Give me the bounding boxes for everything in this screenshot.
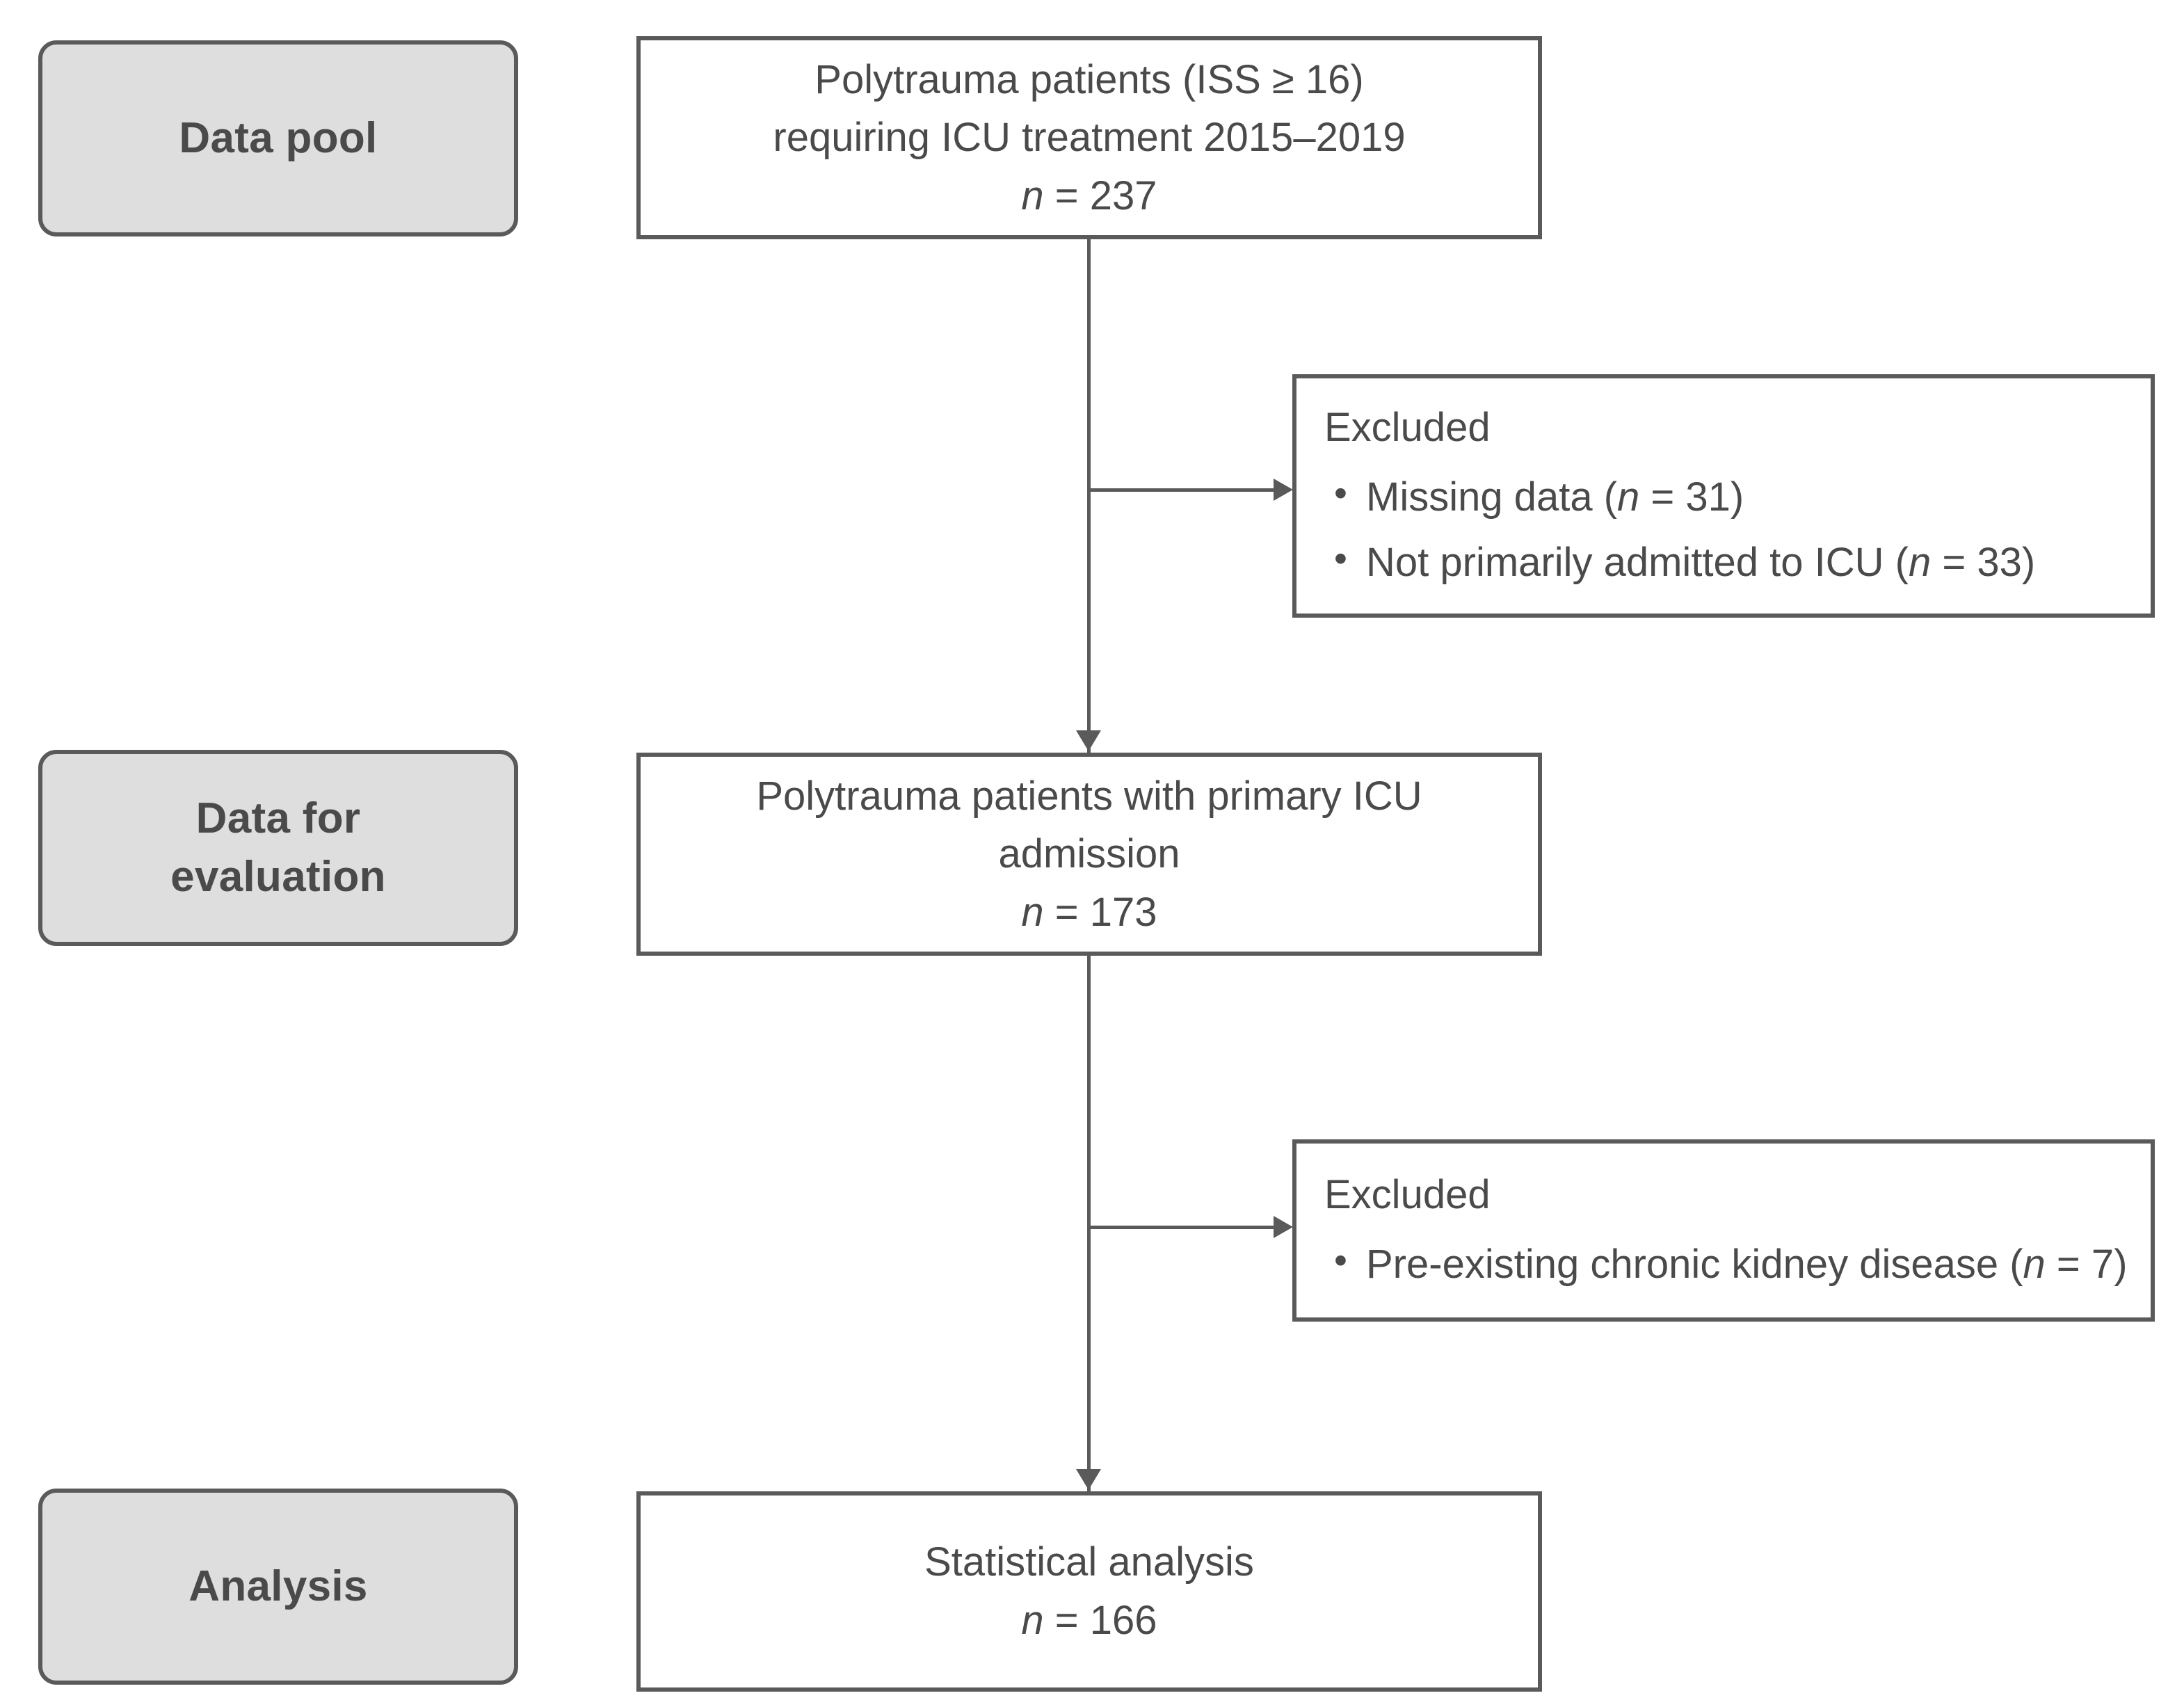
n-value-3: 166 <box>1089 1598 1157 1643</box>
excl-1-1-sep: = <box>1931 539 1977 585</box>
connector-vertical-1 <box>1087 239 1091 754</box>
connector-arrowhead-right-1 <box>1274 479 1293 501</box>
excl-2-0-sep: = <box>2045 1241 2091 1287</box>
stage-label-analysis: Analysis <box>188 1562 368 1611</box>
excl-1-0-before: Missing data ( <box>1366 474 1618 520</box>
connector-horizontal-to-excluded-1 <box>1087 488 1274 492</box>
flow-box-statistical-analysis: Statistical analysis n = 166 <box>636 1491 1542 1692</box>
stage-box-analysis: Analysis <box>38 1489 518 1685</box>
excl-2-0-val: 7 <box>2091 1241 2114 1287</box>
connector-vertical-2 <box>1087 956 1091 1493</box>
excl-1-0-sep: = <box>1639 474 1686 520</box>
n-separator-1: = <box>1043 173 1090 218</box>
flow-line-3n: n = 166 <box>1021 1591 1157 1650</box>
n-value-2: 173 <box>1089 889 1157 935</box>
n-symbol-1: n <box>1021 173 1044 218</box>
excl-1-1-val: 33 <box>1977 539 2022 585</box>
stage-label-data-for-evaluation: Data for evaluation <box>170 794 386 901</box>
n-separator-3: = <box>1043 1598 1090 1643</box>
excluded-title-1: Excluded <box>1324 404 1491 450</box>
n-symbol-3: n <box>1021 1598 1044 1643</box>
connector-arrowhead-down-1 <box>1076 730 1101 751</box>
stage-label-data-pool: Data pool <box>179 114 378 163</box>
excl-2-0-before: Pre-existing chronic kidney disease ( <box>1366 1241 2023 1287</box>
n-separator-2: = <box>1043 889 1090 935</box>
excl-1-1-before: Not primarily admitted to ICU ( <box>1366 539 1909 585</box>
flow-line-2b: admission <box>998 831 1180 877</box>
flow-line-2n: n = 173 <box>1021 883 1157 942</box>
flow-line-1n: n = 237 <box>1021 167 1157 225</box>
connector-arrowhead-down-2 <box>1076 1469 1101 1490</box>
connector-horizontal-to-excluded-2 <box>1087 1226 1274 1229</box>
stage-box-data-for-evaluation: Data for evaluation <box>38 750 518 946</box>
flow-line-3a: Statistical analysis <box>924 1539 1254 1585</box>
excl-1-1-n: n <box>1908 539 1932 585</box>
excluded-title-2: Excluded <box>1324 1171 1491 1217</box>
n-value-1: 237 <box>1089 173 1157 218</box>
flow-line-2a: Polytrauma patients with primary ICU <box>756 773 1422 819</box>
n-symbol-2: n <box>1021 889 1044 935</box>
excluded-list-item: Missing data (n = 31) <box>1324 463 2151 530</box>
excluded-list-2: Pre-existing chronic kidney disease (n =… <box>1324 1230 2151 1297</box>
flow-box-polytrauma-pool: Polytrauma patients (ISS ≥ 16) requiring… <box>636 36 1542 239</box>
excl-1-0-val: 31 <box>1685 474 1731 520</box>
excluded-box-2: Excluded Pre-existing chronic kidney dis… <box>1292 1139 2155 1322</box>
flow-line-1a: Polytrauma patients (ISS ≥ 16) <box>814 56 1364 102</box>
stage-box-data-pool: Data pool <box>38 40 518 236</box>
excl-1-0-n: n <box>1617 474 1640 520</box>
excl-1-1-after: ) <box>2021 539 2036 585</box>
excluded-box-1: Excluded Missing data (n = 31) Not prima… <box>1292 374 2155 618</box>
excl-2-0-n: n <box>2023 1241 2046 1287</box>
excluded-list-item: Pre-existing chronic kidney disease (n =… <box>1324 1230 2151 1297</box>
excl-1-0-after: ) <box>1730 474 1744 520</box>
excluded-list-item: Not primarily admitted to ICU (n = 33) <box>1324 529 2151 595</box>
excluded-list-1: Missing data (n = 31) Not primarily admi… <box>1324 463 2151 595</box>
excl-2-0-after: ) <box>2114 1241 2128 1287</box>
flow-box-primary-icu: Polytrauma patients with primary ICU adm… <box>636 753 1542 956</box>
flow-line-1b: requiring ICU treatment 2015–2019 <box>773 115 1406 161</box>
connector-arrowhead-right-2 <box>1274 1216 1293 1238</box>
